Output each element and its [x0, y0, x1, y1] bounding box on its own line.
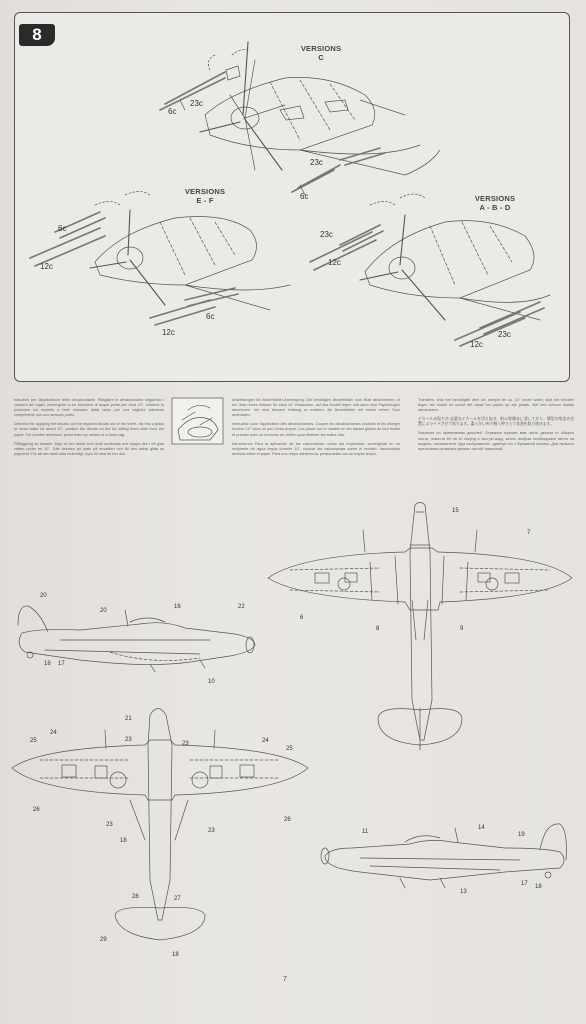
instruction-japanese: デカールの貼り方 必要なデカールを切り抜き、約10秒間水に浸してから、模型の所定… [418, 417, 574, 427]
callout-number: 20 [100, 608, 107, 614]
spitfire-nose-version-ef [29, 191, 291, 326]
callout-number: 24 [50, 730, 57, 736]
decal-application-icon [171, 397, 224, 445]
instruction-english: Direction for applying the decals: cut t… [14, 422, 164, 437]
callout-number: 7 [527, 530, 531, 536]
spitfire-nose-version-abd [309, 193, 551, 347]
part-6c: 6c [168, 107, 177, 116]
callout-number: 18 [120, 838, 127, 844]
part-12c: 12c [470, 340, 483, 349]
callout-number: 23 [208, 828, 215, 834]
callout-number: 11 [362, 829, 369, 835]
callout-number: 14 [478, 825, 485, 831]
instruction-french: Instruction pour l'application des décal… [232, 422, 400, 437]
callout-number: 25 [30, 738, 37, 744]
callout-number: 15 [452, 508, 459, 514]
callout-number: 13 [460, 889, 467, 895]
callout-number: 16 [174, 604, 181, 610]
callout-number: 8 [376, 626, 380, 632]
part-23c: 23c [498, 330, 511, 339]
callout-number: 19 [518, 832, 525, 838]
spitfire-nose-version-c [159, 41, 441, 196]
decal-instructions-col-3: Transfers: knip het benodigde deel uit, … [418, 398, 574, 456]
version-c-label: VERSIONS C [300, 44, 342, 62]
part-6c: 6c [300, 192, 309, 201]
part-6c: 6c [206, 312, 215, 321]
decal-instructions-col-2: Anweisungen für Abziehbilder-Anbringung:… [232, 398, 400, 461]
callout-number: 25 [286, 746, 293, 752]
callout-number: 26 [284, 817, 291, 823]
callout-number: 18 [535, 884, 542, 890]
callout-number: 27 [174, 896, 181, 902]
instruction-swedish: Påläggning av dekaler: klipp ut den deka… [14, 441, 164, 456]
instruction-spanish: Intrucciones Para la aplicación de las c… [232, 441, 400, 456]
step-number-badge: 8 [19, 24, 55, 46]
callout-number: 29 [100, 937, 107, 943]
instruction-italian: Istruzioni per l'applicazione delle deca… [14, 398, 164, 418]
part-23c: 23c [310, 158, 323, 167]
page-number: 7 [283, 976, 287, 983]
callout-number: 20 [40, 593, 47, 599]
instruction-russian: Указания по применению декалей: Отрежьте… [418, 431, 574, 451]
callout-number: 23 [125, 737, 132, 743]
part-12c: 12c [40, 262, 53, 271]
step-8-panel [14, 12, 570, 382]
part-23c: 23c [320, 230, 333, 239]
callout-number: 24 [262, 738, 269, 744]
part-6c: 6c [58, 224, 67, 233]
spitfire-right-side-view [320, 823, 567, 889]
part-12c: 12c [328, 258, 341, 267]
callout-number: 28 [132, 894, 139, 900]
spitfire-top-view [267, 502, 573, 751]
callout-number: 18 [172, 952, 179, 958]
callout-number: 22 [238, 604, 245, 610]
version-abd-label: VERSIONS A - B - D [474, 194, 516, 212]
callout-number: 18 [44, 661, 51, 667]
callout-number: 9 [460, 626, 464, 632]
callout-number: 26 [33, 807, 40, 813]
callout-number: 21 [125, 716, 132, 722]
callout-number: 17 [521, 881, 528, 887]
callout-number: 23 [106, 822, 113, 828]
callout-number: 10 [208, 679, 215, 685]
part-23c: 23c [190, 99, 203, 108]
callout-number: 6 [300, 615, 304, 621]
version-ef-label: VERSIONS E - F [184, 187, 226, 205]
spitfire-left-side-view [17, 605, 256, 673]
callout-number: 23 [182, 741, 189, 747]
decal-instructions-col-1: Istruzioni per l'applicazione delle deca… [14, 398, 164, 461]
instruction-dutch: Transfers: knip het benodigde deel uit, … [418, 398, 574, 413]
part-12c: 12c [162, 328, 175, 337]
spitfire-underside-view [11, 708, 309, 941]
instruction-german: Anweisungen für Abziehbilder-Anbringung:… [232, 398, 400, 418]
callout-number: 17 [58, 661, 65, 667]
